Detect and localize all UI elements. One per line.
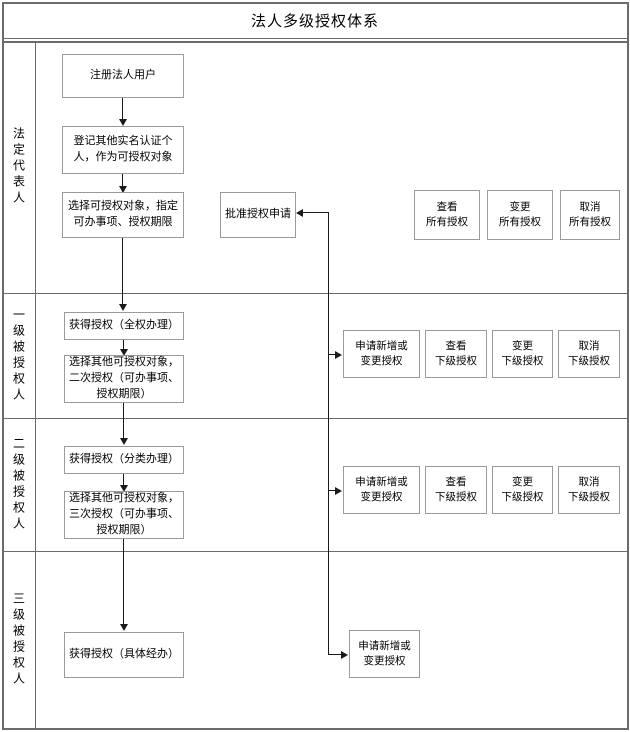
row-divider-1 (2, 293, 628, 294)
node-apply-new-or-change-authorization-level2[interactable]: 申请新增或 变更授权 (343, 466, 420, 514)
swimlane-label-text: 一级被授权人 (11, 307, 26, 404)
arrow-granted1-to-select2 (120, 349, 128, 356)
arrow-spine-to-approve (296, 209, 303, 217)
node-register-legal-user[interactable]: 注册法人用户 (62, 54, 184, 98)
arrow-select2-to-level2 (120, 438, 128, 445)
body-top-border (2, 41, 628, 43)
connector-granted1-to-select2 (123, 340, 124, 354)
swimlane-label-text: 法定代表人 (11, 127, 26, 207)
swimlane-label-level1: 一级被授权人 (2, 293, 35, 418)
connector-granted2-to-select3 (123, 474, 124, 490)
connector-select-to-level1 (122, 238, 123, 308)
title-bottom-border (2, 38, 628, 39)
connector-spine-to-apply-level2 (328, 490, 336, 491)
arrow-select3-to-level3 (120, 624, 128, 631)
swimlane-label-level3: 三级被授权人 (2, 551, 35, 728)
node-select-authorizable-target[interactable]: 选择可授权对象，指定 可办事项、授权期限 (62, 192, 184, 238)
node-granted-category-authority[interactable]: 获得授权（分类办理） (64, 446, 184, 474)
node-cancel-subordinate-authorizations-level2[interactable]: 取消 下级授权 (558, 466, 620, 514)
connector-register-to-record (122, 98, 123, 122)
arrow-spine-to-apply-level3 (341, 651, 348, 659)
connector-spine-to-apply-level1 (328, 354, 336, 355)
arrow-select-to-level1 (119, 304, 127, 311)
swimlane-label-legal-representative: 法定代表人 (2, 41, 35, 293)
arrow-spine-to-apply-level1 (335, 351, 342, 359)
swimlane-label-level2: 二级被授权人 (2, 418, 35, 551)
node-select-tertiary-authorization[interactable]: 选择其他可授权对象， 三次授权（可办事项、 授权期限） (64, 491, 184, 539)
row-divider-3 (2, 551, 628, 552)
frame-top-border (2, 2, 628, 4)
connector-record-to-select (122, 174, 123, 192)
connector-spine-to-apply-level3 (328, 654, 342, 655)
frame-left-border (2, 2, 4, 730)
arrow-record-to-select (119, 186, 127, 193)
node-view-all-authorizations[interactable]: 查看 所有授权 (414, 190, 480, 240)
node-record-verified-individuals[interactable]: 登记其他实名认证个 人，作为可授权对象 (62, 126, 184, 174)
node-cancel-subordinate-authorizations-level1[interactable]: 取消 下级授权 (558, 330, 620, 378)
arrow-granted2-to-select3 (120, 485, 128, 492)
arrow-spine-to-apply-level2 (335, 487, 342, 495)
node-apply-new-or-change-authorization-level3[interactable]: 申请新增或 变更授权 (349, 630, 420, 678)
node-granted-specific-handling[interactable]: 获得授权（具体经办） (64, 632, 184, 678)
label-column-divider (35, 41, 36, 729)
node-select-secondary-authorization[interactable]: 选择其他可授权对象， 二次授权（可办事项、 授权期限） (64, 355, 184, 403)
title-text: 法人多级授权体系 (250, 12, 379, 30)
frame-bottom-border (2, 728, 628, 730)
row-divider-2 (2, 418, 628, 419)
arrow-register-to-record (119, 119, 127, 126)
node-change-subordinate-authorizations-level1[interactable]: 变更 下级授权 (492, 330, 553, 378)
node-granted-full-authority[interactable]: 获得授权（全权办理） (64, 312, 184, 340)
frame-right-border (627, 2, 629, 730)
swimlane-label-text: 二级被授权人 (11, 436, 26, 533)
connector-select2-to-level2 (123, 403, 124, 443)
node-change-all-authorizations[interactable]: 变更 所有授权 (487, 190, 553, 240)
node-change-subordinate-authorizations-level2[interactable]: 变更 下级授权 (492, 466, 553, 514)
node-cancel-all-authorizations[interactable]: 取消 所有授权 (560, 190, 620, 240)
connector-approval-spine (328, 212, 329, 654)
swimlane-label-text: 三级被授权人 (11, 591, 26, 688)
connector-spine-to-approve (303, 212, 329, 213)
node-apply-new-or-change-authorization-level1[interactable]: 申请新增或 变更授权 (343, 330, 420, 378)
node-view-subordinate-authorizations-level1[interactable]: 查看 下级授权 (425, 330, 487, 378)
node-view-subordinate-authorizations-level2[interactable]: 查看 下级授权 (425, 466, 487, 514)
diagram-title: 法人多级授权体系 (2, 2, 628, 38)
connector-select3-to-level3 (123, 539, 124, 629)
node-approve-authorization-request[interactable]: 批准授权申请 (220, 192, 296, 238)
